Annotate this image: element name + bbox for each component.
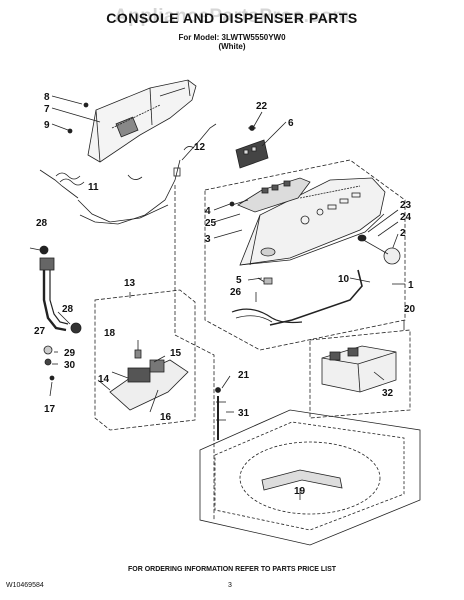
callout-21: 21 (238, 370, 250, 381)
washer-top (199, 409, 421, 546)
callout-5: 5 (236, 275, 242, 286)
callout-26: 26 (230, 287, 242, 298)
callout-13: 13 (124, 278, 136, 289)
page-title: CONSOLE AND DISPENSER PARTS (106, 10, 358, 26)
console-back-panel (87, 79, 197, 163)
callout-24: 24 (400, 212, 412, 223)
callout-7: 7 (44, 104, 50, 115)
document-number: W10469584 (6, 582, 44, 589)
callout-32: 32 (382, 388, 394, 399)
callout-4: 4 (205, 206, 211, 217)
callout-9: 9 (44, 120, 50, 131)
callout-14: 14 (98, 374, 110, 385)
wire-harness (39, 123, 217, 225)
callout-15: 15 (170, 348, 182, 359)
callout-17: 17 (44, 404, 56, 415)
inlet-hose (29, 245, 82, 397)
callout-3: 3 (205, 234, 211, 245)
callout-16: 16 (160, 412, 172, 423)
callout-30: 30 (64, 360, 76, 371)
callout-10: 10 (338, 274, 350, 285)
callout-19: 19 (294, 486, 306, 497)
console-bracket (215, 375, 234, 440)
callout-6: 6 (288, 118, 294, 129)
callout-28a: 28 (36, 218, 48, 229)
callout-28b: 28 (62, 304, 74, 315)
page-number: 3 (228, 582, 232, 589)
bleach-dispenser (321, 345, 397, 393)
callout-31: 31 (238, 408, 250, 419)
footer-ordering-note: FOR ORDERING INFORMATION REFER TO PARTS … (127, 566, 337, 573)
callout-22: 22 (256, 101, 268, 112)
control-board (231, 177, 311, 213)
callout-27: 27 (34, 326, 46, 337)
dispenser-drive-assembly (97, 340, 189, 413)
selector-knob (357, 234, 401, 265)
console-assembly (239, 177, 386, 266)
callout-23: 23 (400, 200, 412, 211)
callout-11: 11 (88, 182, 99, 193)
callout-1: 1 (408, 280, 414, 291)
callout-18: 18 (104, 328, 116, 339)
callout-2: 2 (400, 228, 406, 239)
callout-20: 20 (404, 304, 416, 315)
user-interface-board (235, 125, 269, 169)
model-line: For Model: 3LWTW5550YW0 (178, 33, 286, 42)
watermark: AppliancePartsPros.com (114, 6, 350, 27)
callout-25: 25 (205, 218, 217, 229)
callout-12: 12 (194, 142, 206, 153)
callout-8: 8 (44, 92, 50, 103)
color-line: (White) (218, 42, 246, 51)
callout-29: 29 (64, 348, 76, 359)
